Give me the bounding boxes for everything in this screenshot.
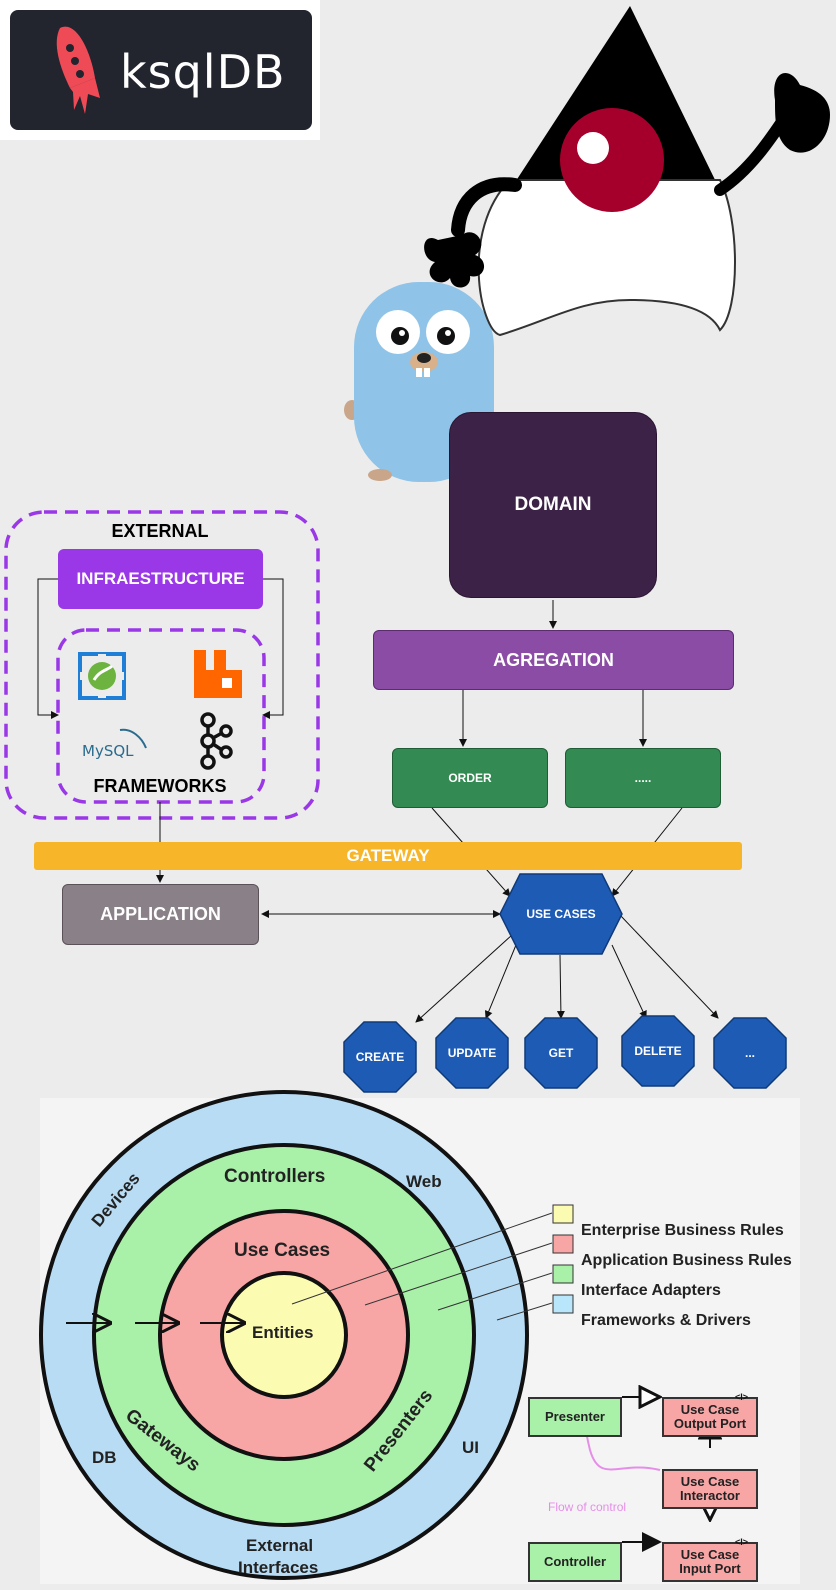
legend-enterprise: Enterprise Business Rules [581,1222,784,1239]
output-port-label-1: Use Case [680,1402,740,1417]
frameworks-label: FRAMEWORKS [93,776,227,796]
more-modules-box: ..... [565,748,721,808]
usecases-hexagon [499,873,623,955]
ring-label-controllers: Controllers [224,1166,326,1187]
ksqldb-wordmark: ksqlDB [120,45,286,99]
ring-label-interfaces: Interfaces [238,1558,319,1577]
architecture-connectors [4,510,787,1093]
flow-of-control-label: Flow of control [548,1500,627,1514]
operation-update: UPDATE [447,1046,497,1060]
rocket-icon [56,26,100,114]
operation-more: ... [744,1046,755,1060]
duke-mascot [424,6,830,337]
agregation-box: AGREGATION [373,630,734,690]
legend-frameworks: Frameworks & Drivers [581,1312,751,1329]
external-label: EXTERNAL [111,521,209,541]
interactor-label-2: Interactor [680,1488,740,1503]
infrastructure-box: INFRAESTRUCTURE [58,549,263,609]
input-port-label-1: Use Case [680,1547,740,1562]
interactor-box: Use Case Interactor [662,1469,758,1509]
ring-label-usecases: Use Cases [234,1240,331,1261]
controller-label: Controller [543,1554,607,1569]
output-port-label-2: Output Port [673,1416,747,1431]
legend-interface: Interface Adapters [581,1282,721,1299]
azure-spring-icon [78,652,126,700]
kafka-icon [200,712,233,770]
presenter-label: Presenter [545,1409,605,1424]
ring-label-web: Web [406,1172,442,1191]
external-boundary [4,510,320,820]
ring-label-external: External [246,1536,314,1555]
mysql-wordmark: MySQL [82,742,134,760]
ksqldb-logo: ksqlDB [0,0,320,140]
operation-delete: DELETE [634,1044,682,1058]
operation-octagons [343,1015,787,1093]
order-module-box: ORDER [392,748,548,808]
legend-application: Application Business Rules [581,1252,792,1269]
output-port-box: Use Case Output Port [662,1397,758,1437]
presenter-box: Presenter [528,1397,622,1437]
output-port-interface-mark: <I> [735,1392,749,1402]
usecases-label: USE CASES [526,907,596,921]
input-port-interface-mark: <I> [735,1537,749,1547]
ring-label-entities: Entities [252,1323,314,1342]
ring-label-db: DB [92,1448,117,1467]
application-box: APPLICATION [62,884,259,945]
input-port-label-2: Input Port [679,1561,741,1576]
controller-box: Controller [528,1542,622,1582]
input-port-box: Use Case Input Port [662,1542,758,1582]
operation-get: GET [548,1046,574,1060]
frameworks-boundary [56,628,266,804]
operation-create: CREATE [355,1050,405,1064]
rabbitmq-icon [194,650,242,698]
gateway-band: GATEWAY [34,842,742,870]
ring-label-ui: UI [462,1438,479,1457]
mysql-icon: MySQL [82,728,147,760]
interactor-label-1: Use Case [680,1474,740,1489]
domain-box: DOMAIN [449,412,657,598]
clean-architecture-rings [39,1090,836,1580]
